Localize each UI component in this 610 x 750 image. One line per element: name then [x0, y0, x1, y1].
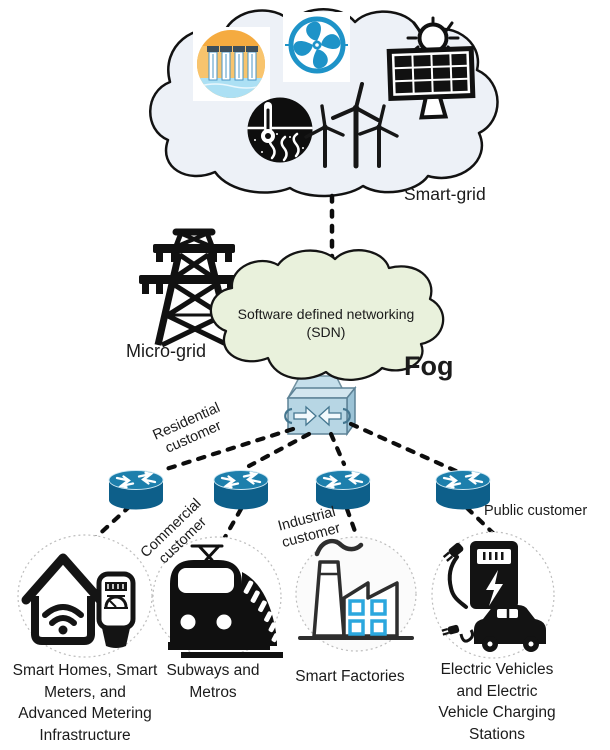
link-switch-commercial: [246, 431, 312, 469]
wind-turbines-icon: [304, 82, 399, 169]
ev-charging-icon: [441, 541, 546, 652]
smart-grid-cloud: [149, 8, 499, 198]
geothermal-icon: [247, 97, 313, 163]
smart-meter-icon: [96, 571, 136, 648]
train-icon: [168, 544, 283, 658]
micro-grid-label: Micro-grid: [126, 341, 207, 361]
link-switch-industrial: [328, 431, 347, 467]
caption-smart-homes: Smart Homes, Smart Meters, and Advanced …: [12, 662, 158, 744]
public-customer-label: Public customer: [484, 503, 588, 519]
factory-icon: [298, 538, 414, 640]
link-router-ev: [464, 505, 497, 537]
sdn-cloud: [209, 249, 445, 382]
link-router-factory: [344, 506, 360, 540]
sdn-cloud-label: Software defined networking (SDN): [237, 306, 415, 340]
caption-electric-vehicles: Electric Vehicles and Electric Vehicle C…: [438, 661, 556, 743]
router-icon: [434, 469, 492, 511]
hydro-dam-icon: [193, 27, 270, 101]
caption-subways-metros: Subways and Metros: [166, 662, 260, 701]
caption-smart-factories: Smart Factories: [295, 668, 405, 685]
link-router-homes: [90, 503, 133, 543]
fan-turbine-icon: [283, 12, 350, 82]
link-switch-public: [348, 421, 459, 474]
link-switch-residential: [157, 426, 296, 474]
router-icon: [107, 469, 165, 511]
network-switch-icon: [284, 385, 357, 437]
branch-links: [90, 421, 497, 549]
fog-label: Fog: [404, 351, 454, 381]
solar-panel-icon: [386, 16, 476, 120]
smart-grid-label: Smart-grid: [404, 184, 486, 204]
smart-home-and-meter-icon: [21, 553, 136, 648]
electric-car-icon: [441, 605, 546, 652]
